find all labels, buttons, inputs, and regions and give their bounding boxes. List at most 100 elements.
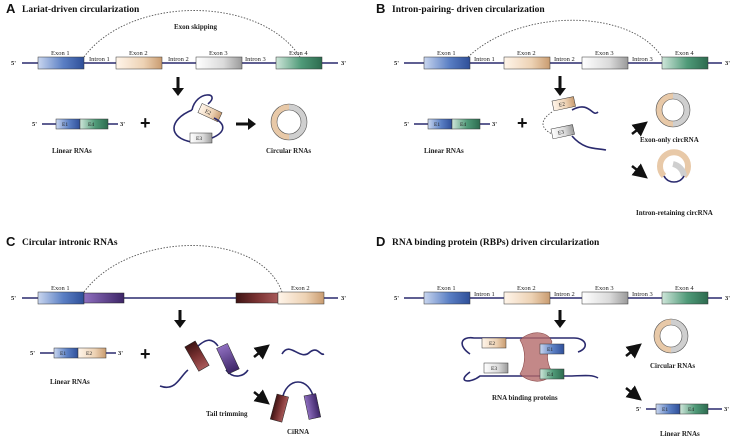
linear-3-end: 3' <box>120 121 125 128</box>
circular-rnas-label: Circular RNAs <box>266 147 311 155</box>
b-intron-3-label: Intron 3 <box>632 56 653 63</box>
panel-c-letter: C <box>6 234 16 249</box>
b-intron-tail-bottom <box>571 135 607 151</box>
d-complex-e4: E4 <box>539 368 565 380</box>
d-circular-rnas-label: Circular RNAs <box>650 362 695 370</box>
panel-d-title: RNA binding protein (RBPs) driven circul… <box>392 237 600 248</box>
c-linear-e1-label: E1 <box>60 351 66 357</box>
b-exon-2-label: Exon 2 <box>517 50 536 57</box>
b-pair-e2: E2 <box>551 96 576 112</box>
linear-e4-label: E4 <box>88 122 94 128</box>
d-intron-3-label: Intron 3 <box>632 291 653 298</box>
d-linear-e1-label: E1 <box>662 407 668 413</box>
b-intron-2-label: Intron 2 <box>554 56 575 63</box>
d-complex-e2: E2 <box>481 337 507 349</box>
d-complex-e3: E3 <box>483 362 509 374</box>
exon-1-block <box>37 56 85 70</box>
linear-e1-label: E1 <box>62 122 68 128</box>
c-intron-maroon-block <box>235 292 279 304</box>
intron-2-label: Intron 2 <box>168 56 189 63</box>
b-three-prime-end: 3' <box>725 60 730 67</box>
panel-b-title: Intron-pairing- driven circularization <box>392 5 545 15</box>
b-down-arrow-head <box>554 88 566 96</box>
d-linear-5-end: 5' <box>636 406 641 413</box>
d-exon-4-label: Exon 4 <box>675 285 694 292</box>
panel-b-letter: B <box>376 1 385 16</box>
d-exon-2-block <box>503 291 551 305</box>
b-intron-retaining-label: Intron-retaining circRNA <box>636 209 713 217</box>
b-intron-retaining-ring <box>657 149 691 179</box>
d-exon-3-block <box>581 291 629 305</box>
d-exon-3-label: Exon 3 <box>595 285 614 292</box>
panel-a-letter: A <box>6 1 16 16</box>
svg-text:E2: E2 <box>558 101 565 108</box>
exon-skipping-arc <box>83 10 301 58</box>
c-lariat-tail <box>159 369 189 389</box>
panel-c: C Circular intronic RNAs 5' 3' Exon 1 Ex… <box>6 234 346 436</box>
c-trimmed-tail <box>281 348 325 356</box>
d-linear-e4-block <box>679 403 709 415</box>
d-rbp-label: RNA binding proteins <box>492 394 558 402</box>
lariat-loop <box>173 109 193 143</box>
exon-skipping-label: Exon skipping <box>174 23 217 31</box>
exon-3-label: Exon 3 <box>209 50 228 57</box>
right-arrow-head <box>248 118 256 130</box>
b-linear-e1-label: E1 <box>434 122 440 128</box>
c-linear-3-end: 3' <box>118 350 123 357</box>
b-linear-3-end: 3' <box>492 121 497 128</box>
d-linear-e4-label: E4 <box>688 407 694 413</box>
b-intron-1-label: Intron 1 <box>474 56 495 63</box>
b-arc <box>467 19 663 58</box>
d-three-prime-end: 3' <box>725 295 730 302</box>
b-exon-1-label: Exon 1 <box>437 50 456 57</box>
plus-sign: + <box>140 113 151 133</box>
b-linear-e4-label: E4 <box>460 122 466 128</box>
b-intron-tail-top <box>571 106 599 115</box>
c-lariat-purple <box>216 343 240 375</box>
d-five-prime-end: 5' <box>394 295 399 302</box>
exon-2-label: Exon 2 <box>129 50 148 57</box>
c-five-prime-end: 5' <box>11 295 16 302</box>
b-exon-only-label: Exon-only circRNA <box>640 136 699 144</box>
exon-2-block <box>115 56 163 70</box>
d-linear-rnas-label: Linear RNAs <box>660 430 700 438</box>
exon-4-label: Exon 4 <box>289 50 308 57</box>
c-arrow-up <box>253 344 270 360</box>
d-intron-1-label: Intron 1 <box>474 291 495 298</box>
b-exon-3-label: Exon 3 <box>595 50 614 57</box>
d-linear-3-end: 3' <box>724 406 729 413</box>
three-prime-end: 3' <box>341 60 346 67</box>
b-intron-pair-dashes <box>542 111 553 135</box>
panel-c-title: Circular intronic RNAs <box>22 238 118 248</box>
panel-a: A Lariat-driven circularization Exon ski… <box>6 1 346 155</box>
svg-text:E3: E3 <box>491 366 497 372</box>
d-complex-e1: E1 <box>539 343 565 355</box>
c-cirna-purple <box>303 393 322 420</box>
lariat-top <box>191 94 213 111</box>
svg-text:E1: E1 <box>547 347 553 353</box>
b-five-prime-end: 5' <box>394 60 399 67</box>
b-arrow-intron-retaining <box>631 163 648 179</box>
lariat-e3: E3 <box>189 132 213 144</box>
b-exon-2-block <box>503 56 551 70</box>
c-exon-1-label: Exon 1 <box>51 285 70 292</box>
d-intron-2-label: Intron 2 <box>554 291 575 298</box>
b-exon-4-block <box>661 56 709 70</box>
c-lariat-maroon <box>184 340 210 372</box>
c-three-prime-end: 3' <box>341 295 346 302</box>
panel-d: D RNA binding protein (RBPs) driven circ… <box>376 234 730 438</box>
b-exon-1-block <box>423 56 471 70</box>
c-exon-2-block <box>277 291 325 305</box>
svg-text:E2: E2 <box>489 341 495 347</box>
d-arrow-circular <box>625 343 642 359</box>
down-arrow-head <box>172 88 184 96</box>
linear-e4-block <box>79 118 109 130</box>
c-arrow-down <box>253 389 270 405</box>
d-arrow-linear <box>625 385 642 401</box>
b-pair-e3: E3 <box>550 124 575 140</box>
svg-text:E3: E3 <box>557 129 564 136</box>
lariat-e2: E2 <box>197 103 223 123</box>
c-exon-2-label: Exon 2 <box>291 285 310 292</box>
b-linear-rnas-label: Linear RNAs <box>424 147 464 155</box>
